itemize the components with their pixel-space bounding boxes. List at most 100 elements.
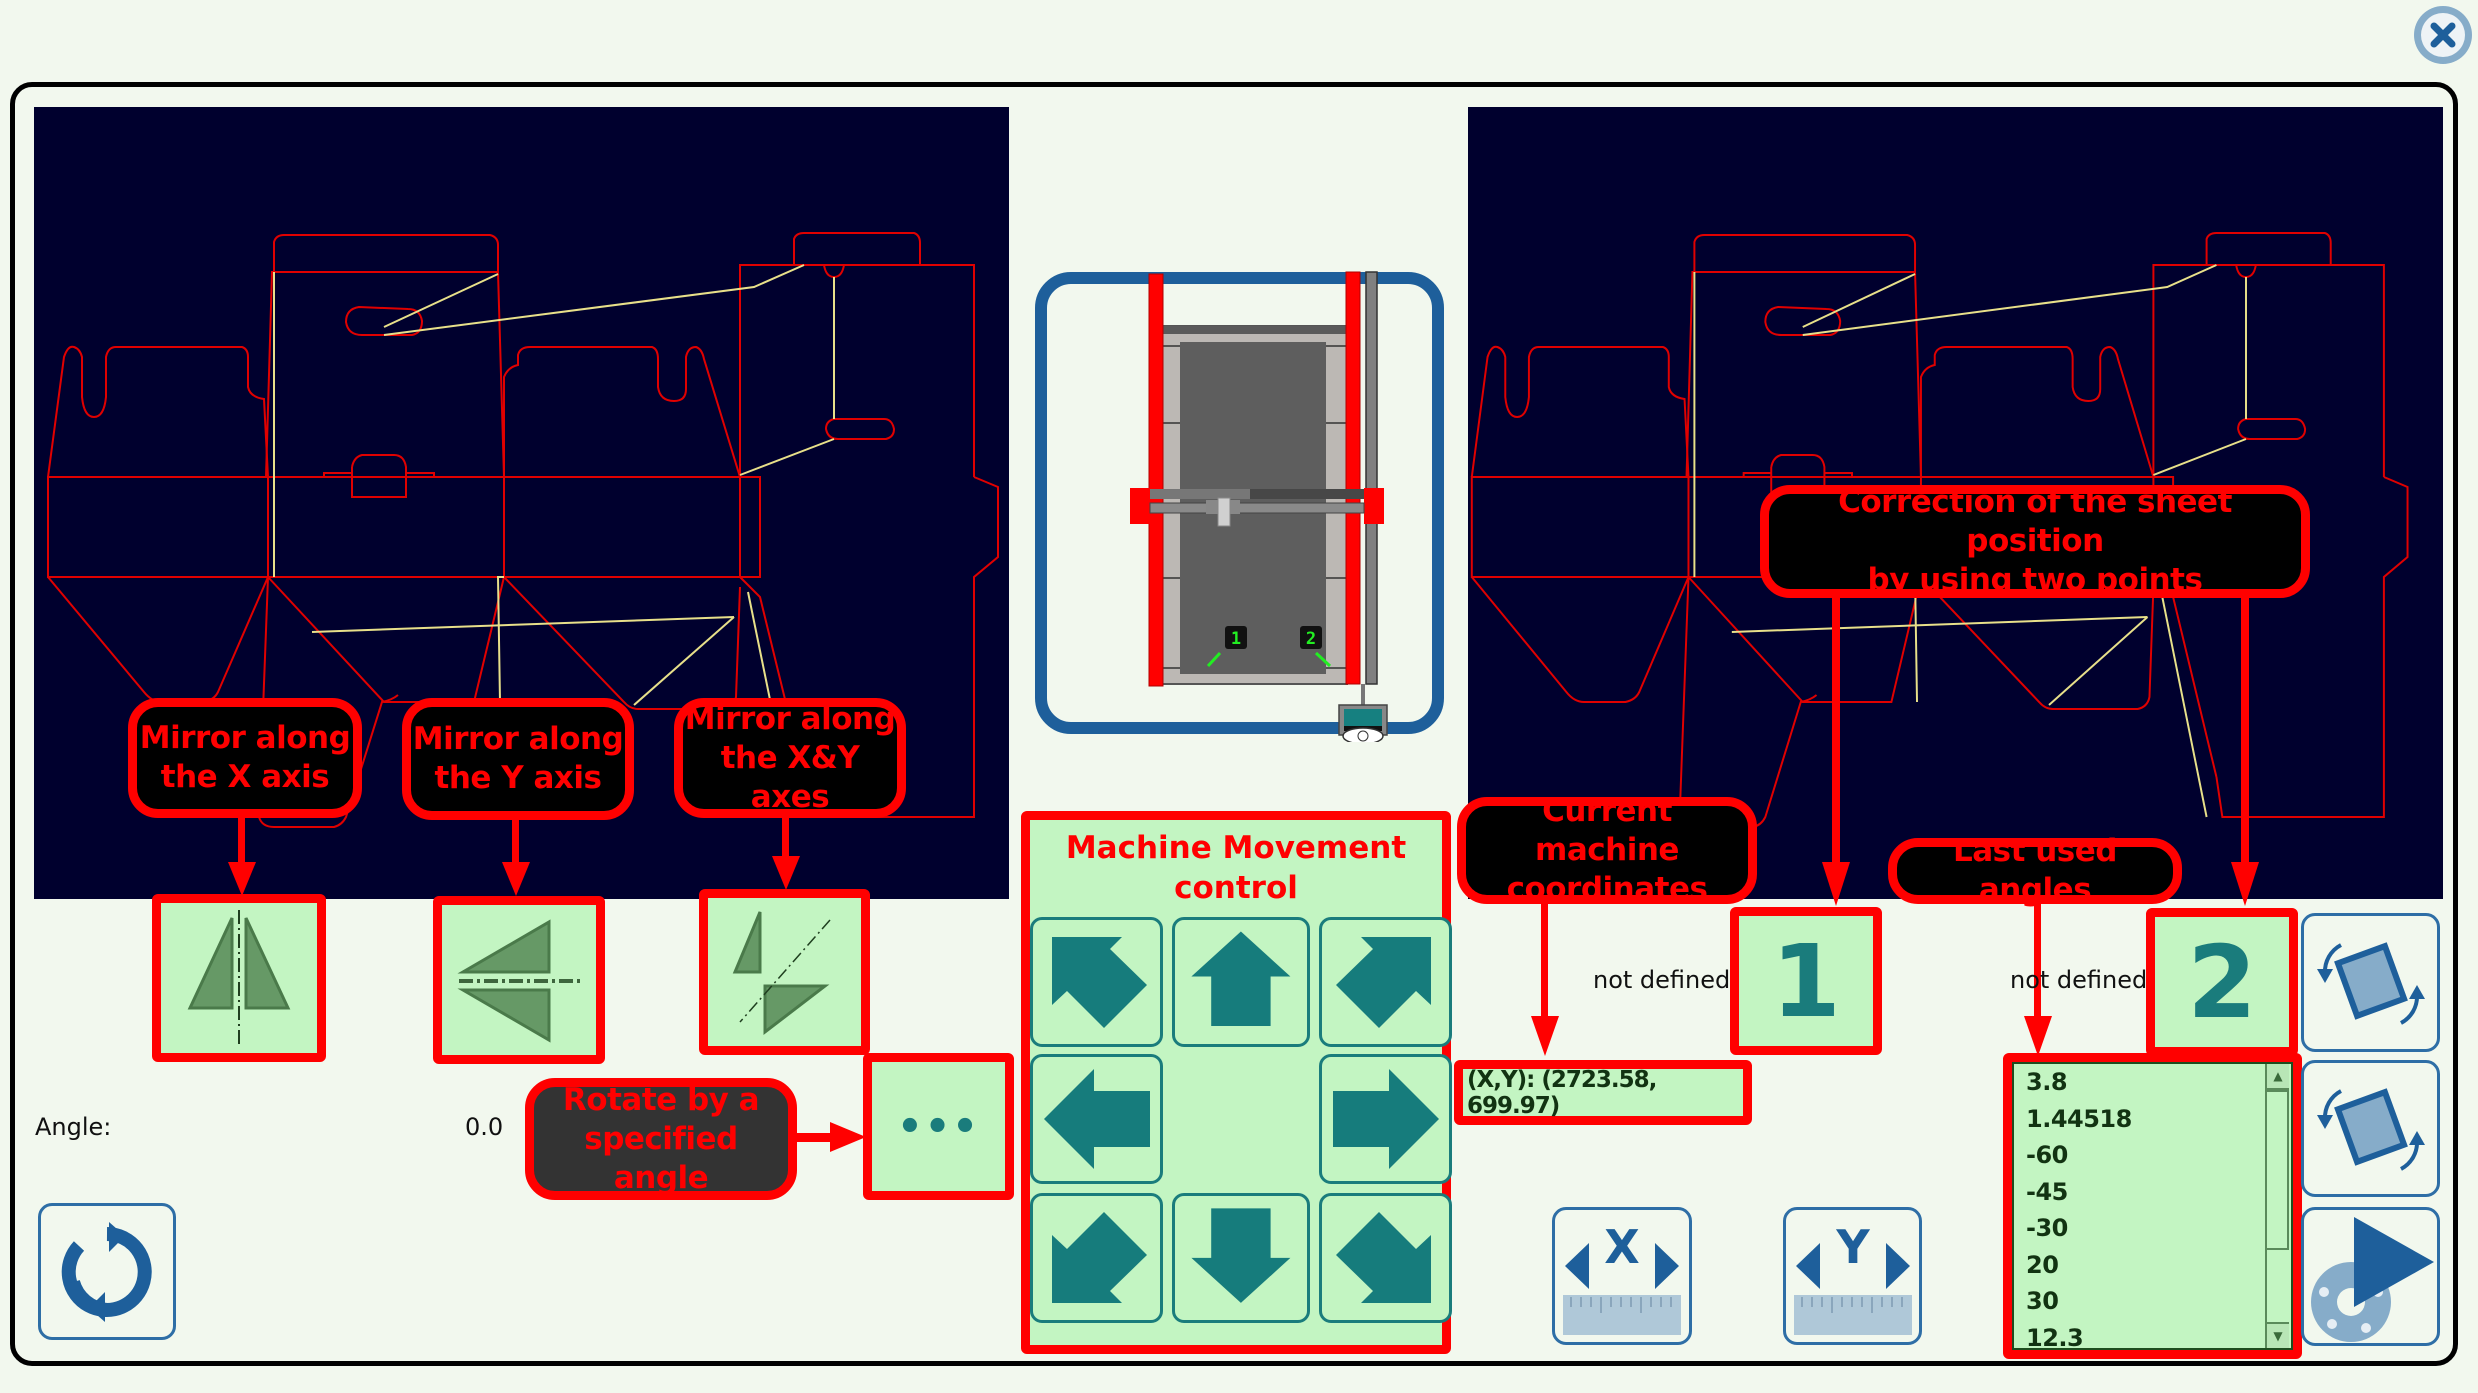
- move-down-left-button[interactable]: [1030, 1193, 1163, 1323]
- callout-arrow: [238, 818, 245, 868]
- move-left-button[interactable]: [1030, 1054, 1163, 1184]
- cut-line: [406, 472, 435, 477]
- arrow-down-icon: [1531, 1016, 1559, 1056]
- rotate-sheet-icon: [2316, 1087, 2425, 1171]
- measure-y-icon: Y: [1793, 1220, 1912, 1335]
- angle-list-item[interactable]: 3.8: [2026, 1068, 2068, 1096]
- tool-head: [1217, 497, 1231, 527]
- mirror-x-button[interactable]: [161, 903, 317, 1053]
- cut-line: [1742, 472, 1772, 477]
- crease-line: [633, 616, 735, 706]
- cut-line: [2152, 576, 2218, 778]
- angle-label: Angle:: [35, 1113, 112, 1141]
- measure-x-icon: X: [1563, 1220, 1681, 1335]
- play-with-gear-icon: [2310, 1216, 2434, 1342]
- callout-arrow: [1541, 904, 1548, 1024]
- svg-text:Y: Y: [1835, 1220, 1870, 1274]
- cable-carrier: [1365, 271, 1378, 685]
- rotate-sheet-icon: [2316, 941, 2425, 1025]
- scroll-down-button[interactable]: ▼: [2267, 1322, 2289, 1348]
- point1-button[interactable]: 1: [1739, 916, 1873, 1046]
- crease-line: [1802, 264, 2217, 336]
- coordinates-display: (X,Y): (2723.58, 699.97): [1463, 1067, 1743, 1119]
- rotate-by-angle-button[interactable]: •••: [872, 1062, 1005, 1191]
- cut-line: [2237, 418, 2307, 440]
- move-up-button[interactable]: [1172, 917, 1310, 1047]
- arrow-right-icon: [830, 1122, 866, 1152]
- cut-line: [344, 305, 424, 336]
- point2-marker: [1300, 626, 1322, 649]
- scroll-thumb[interactable]: [2267, 1090, 2289, 1250]
- angle-list-item[interactable]: 30: [2026, 1287, 2059, 1315]
- crease-line: [2153, 438, 2247, 476]
- start-job-button[interactable]: [2301, 1207, 2440, 1346]
- callout-arrow: [1832, 598, 1840, 868]
- cut-line: [793, 232, 921, 265]
- arrow-down-icon: [1822, 862, 1850, 906]
- point1-status: not defined: [1593, 966, 1731, 994]
- arrow-down-icon: [2231, 862, 2259, 906]
- cut-line: [823, 264, 845, 279]
- cut-line: [1470, 345, 1690, 478]
- move-up-left-button[interactable]: [1030, 917, 1163, 1047]
- angle-list-item[interactable]: -30: [2026, 1214, 2068, 1242]
- cut-line: [267, 576, 505, 703]
- measure-x-button[interactable]: X: [1552, 1207, 1692, 1345]
- angle-list-item[interactable]: -60: [2026, 1141, 2068, 1169]
- angle-list-item[interactable]: 12.3: [2026, 1323, 2084, 1350]
- cut-line: [1770, 454, 1826, 498]
- angle-list-item[interactable]: -45: [2026, 1177, 2068, 1206]
- cut-line: [265, 271, 505, 478]
- refresh-icon: [61, 1221, 152, 1322]
- highlight-frame: [152, 894, 326, 1062]
- more-options-icon: •••: [897, 1103, 980, 1150]
- highlight-frame: [1730, 907, 1882, 1055]
- highlight-frame: [699, 889, 870, 1055]
- right-rail: [1345, 271, 1361, 685]
- crease-line: [1731, 616, 2148, 633]
- angle-list-item[interactable]: 1.44518: [2026, 1104, 2132, 1133]
- crease-line: [383, 264, 805, 336]
- measure-y-button[interactable]: Y: [1783, 1207, 1922, 1345]
- close-button[interactable]: [2414, 6, 2472, 64]
- mirror-y-button[interactable]: [442, 905, 596, 1055]
- crease-line: [2048, 616, 2149, 706]
- rotate-counterclockwise-button[interactable]: [2301, 913, 2440, 1052]
- callout-arrow: [2241, 598, 2249, 868]
- angle-value: 0.0: [465, 1113, 504, 1141]
- scroll-up-button[interactable]: ▲: [2267, 1064, 2289, 1090]
- angles-scrollbar[interactable]: ▲ ▼: [2265, 1064, 2291, 1348]
- cut-line: [2215, 476, 2409, 818]
- cut-line: [2235, 264, 2257, 279]
- cut-line: [1764, 305, 1842, 336]
- cut-line: [1687, 576, 1922, 703]
- cut-line: [1471, 576, 1690, 703]
- move-down-button[interactable]: [1172, 1193, 1310, 1323]
- callout-arrow: [782, 818, 789, 862]
- cut-line: [273, 234, 499, 271]
- mirror-y-icon: [457, 919, 584, 1043]
- arrow-down-icon: [502, 862, 530, 896]
- gantry-right-block: [1364, 488, 1384, 524]
- angle-list-item[interactable]: 20: [2026, 1250, 2059, 1279]
- reset-rotation-button[interactable]: [38, 1203, 176, 1340]
- move-up-right-button[interactable]: [1319, 917, 1452, 1047]
- crease-line: [739, 438, 835, 476]
- crease-line: [2160, 591, 2208, 818]
- cut-line: [503, 345, 741, 478]
- mirror-xy-button[interactable]: [708, 898, 861, 1046]
- point2-button[interactable]: 2: [2155, 917, 2289, 1047]
- arrow-up-right-icon: [1335, 937, 1431, 1028]
- svg-text:1: 1: [1231, 629, 1241, 649]
- arrow-down-icon: [772, 856, 800, 890]
- move-down-right-button[interactable]: [1319, 1193, 1452, 1323]
- last-used-angles-list[interactable]: 3.8 1.44518 -60 -45 -30 20 30 12.3 ▲ ▼: [2012, 1062, 2293, 1350]
- crease-line: [1802, 273, 1916, 328]
- rotate-clockwise-button[interactable]: [2301, 1060, 2440, 1197]
- move-right-button[interactable]: [1319, 1054, 1452, 1184]
